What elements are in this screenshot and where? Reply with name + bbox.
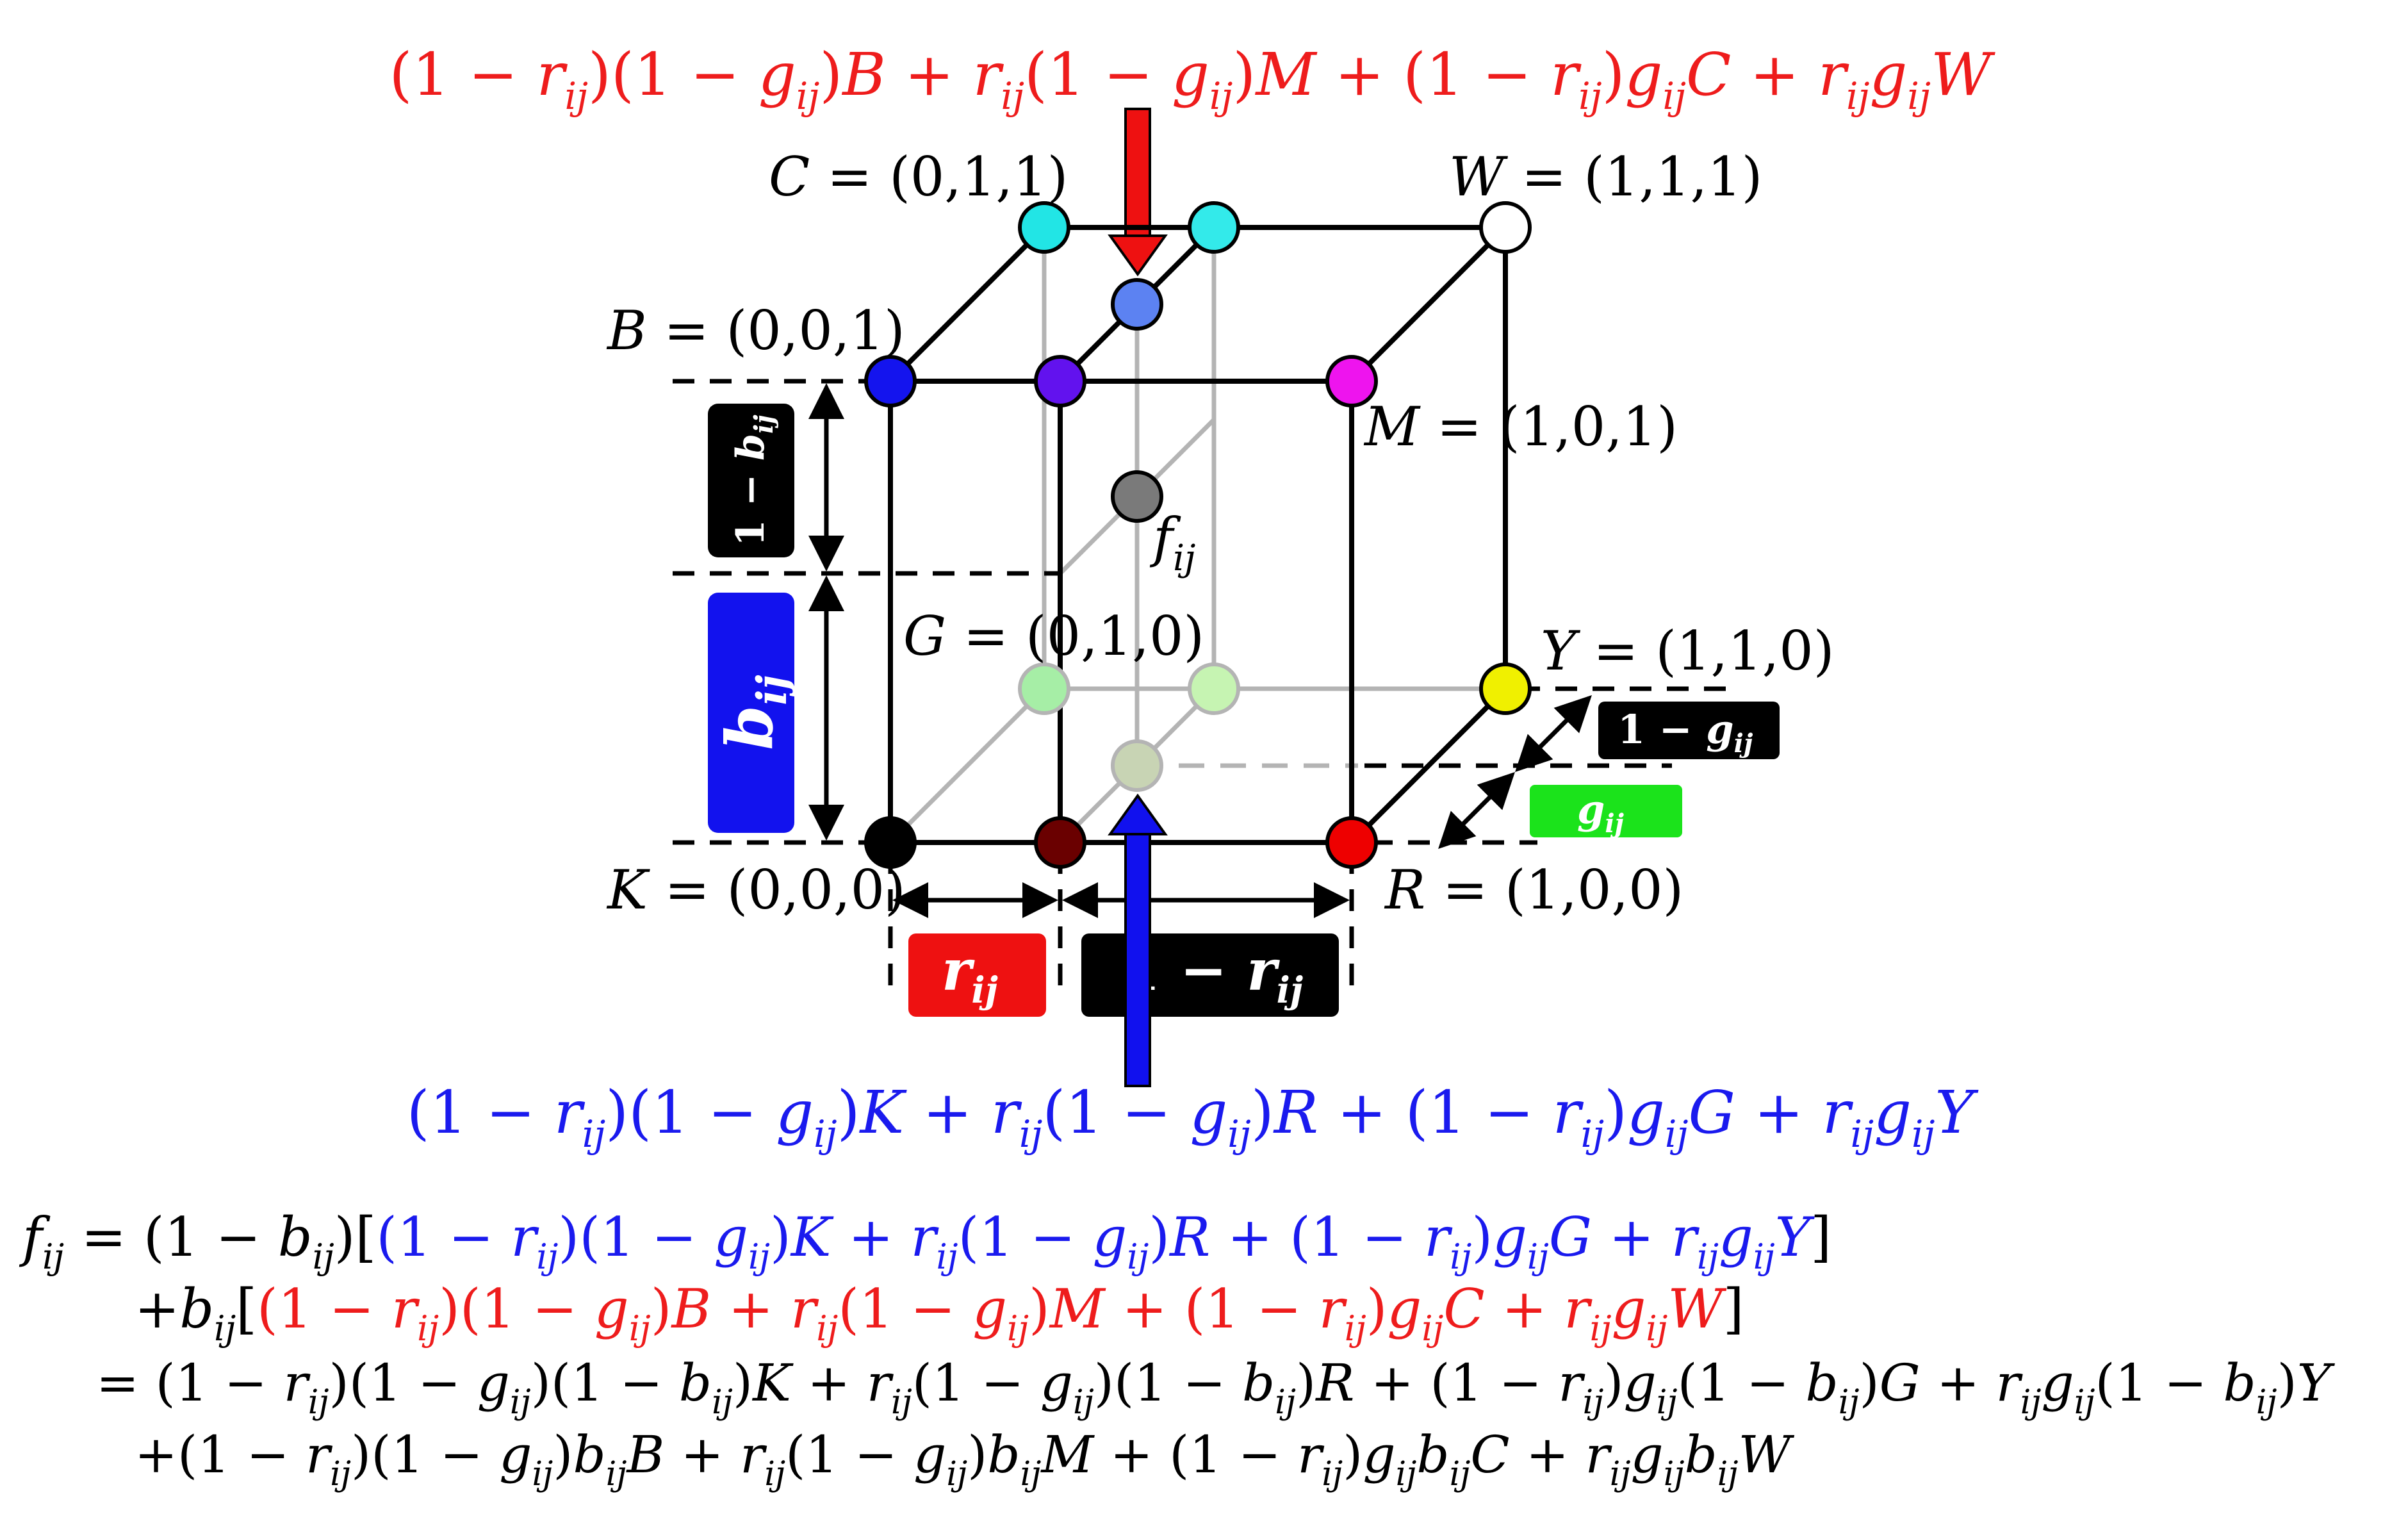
vertex-Y-dot: [1479, 662, 1532, 715]
vertex-BM-mid-dot: [1034, 355, 1086, 407]
vertex-C-dot: [1018, 201, 1070, 254]
vertex-f-dot: [1111, 470, 1163, 523]
label-M: M = (1,0,1): [1363, 395, 1678, 458]
svg-text:gij: gij: [1577, 786, 1625, 839]
label-C: C = (0,1,1): [769, 145, 1068, 208]
label-R: R = (1,0,0): [1384, 859, 1683, 921]
equation-line-4: +(1 − rij)(1 − gij)bijB + rij(1 − gij)bi…: [135, 1425, 1794, 1493]
top-arrow: [1108, 108, 1168, 277]
svg-text:rij: rij: [942, 937, 998, 1012]
label-W: W = (1,1,1): [1449, 145, 1762, 208]
vertex-M-dot: [1325, 355, 1378, 407]
vertex-R-dot: [1325, 816, 1378, 869]
svg-text:bij: bij: [712, 675, 796, 750]
box-g: gij: [1530, 785, 1682, 839]
cube-visible-edges: [888, 225, 1508, 845]
dimension-arrows: [808, 383, 1592, 918]
bottom-arrow: [1108, 793, 1168, 1087]
box-r: rij: [908, 933, 1046, 1017]
box-b: bij: [708, 593, 796, 833]
vertex-GY-mid-dot: [1188, 662, 1240, 715]
label-f: fij: [1149, 506, 1195, 579]
box-one-minus-b: 1 − bij: [708, 404, 794, 557]
vertex-K-dot: [864, 816, 917, 869]
vertex-B-dot: [864, 355, 917, 407]
label-G: G = (0,1,0): [903, 605, 1204, 668]
vertex-top-mid-dot: [1111, 278, 1163, 331]
vertex-W-dot: [1479, 201, 1532, 254]
box-one-minus-g: 1 − gij: [1598, 702, 1780, 759]
box-one-minus-r: 1 − rij: [1081, 933, 1339, 1017]
equation-line-2: +bij[(1 − rij)(1 − gij)B + rij(1 − gij)M…: [135, 1278, 1744, 1349]
vertex-G-dot: [1018, 662, 1070, 715]
equation-line-3: = (1 − rij)(1 − gij)(1 − bij)K + rij(1 −…: [96, 1353, 2336, 1422]
vertex-C-mid-dot: [1188, 201, 1240, 254]
svg-text:1 − bij: 1 − bij: [728, 415, 779, 547]
svg-text:1 − gij: 1 − gij: [1618, 706, 1753, 759]
vertex-bottom-mid-dot: [1111, 739, 1163, 792]
label-B: B = (0,0,1): [606, 299, 905, 362]
vertex-KR-mid-dot: [1034, 816, 1086, 869]
label-K: K = (0,0,0): [606, 859, 906, 921]
label-Y: Y = (1,1,0): [1541, 620, 1835, 682]
equation-line-1: fij = (1 − bij)[(1 − rij)(1 − gij)K + ri…: [19, 1206, 1831, 1277]
bottom-formula: (1 − rij)(1 − gij)K + rij(1 − gij)R + (1…: [407, 1078, 1979, 1156]
top-formula: (1 − rij)(1 − gij)B + rij(1 − gij)M + (1…: [389, 40, 1995, 118]
